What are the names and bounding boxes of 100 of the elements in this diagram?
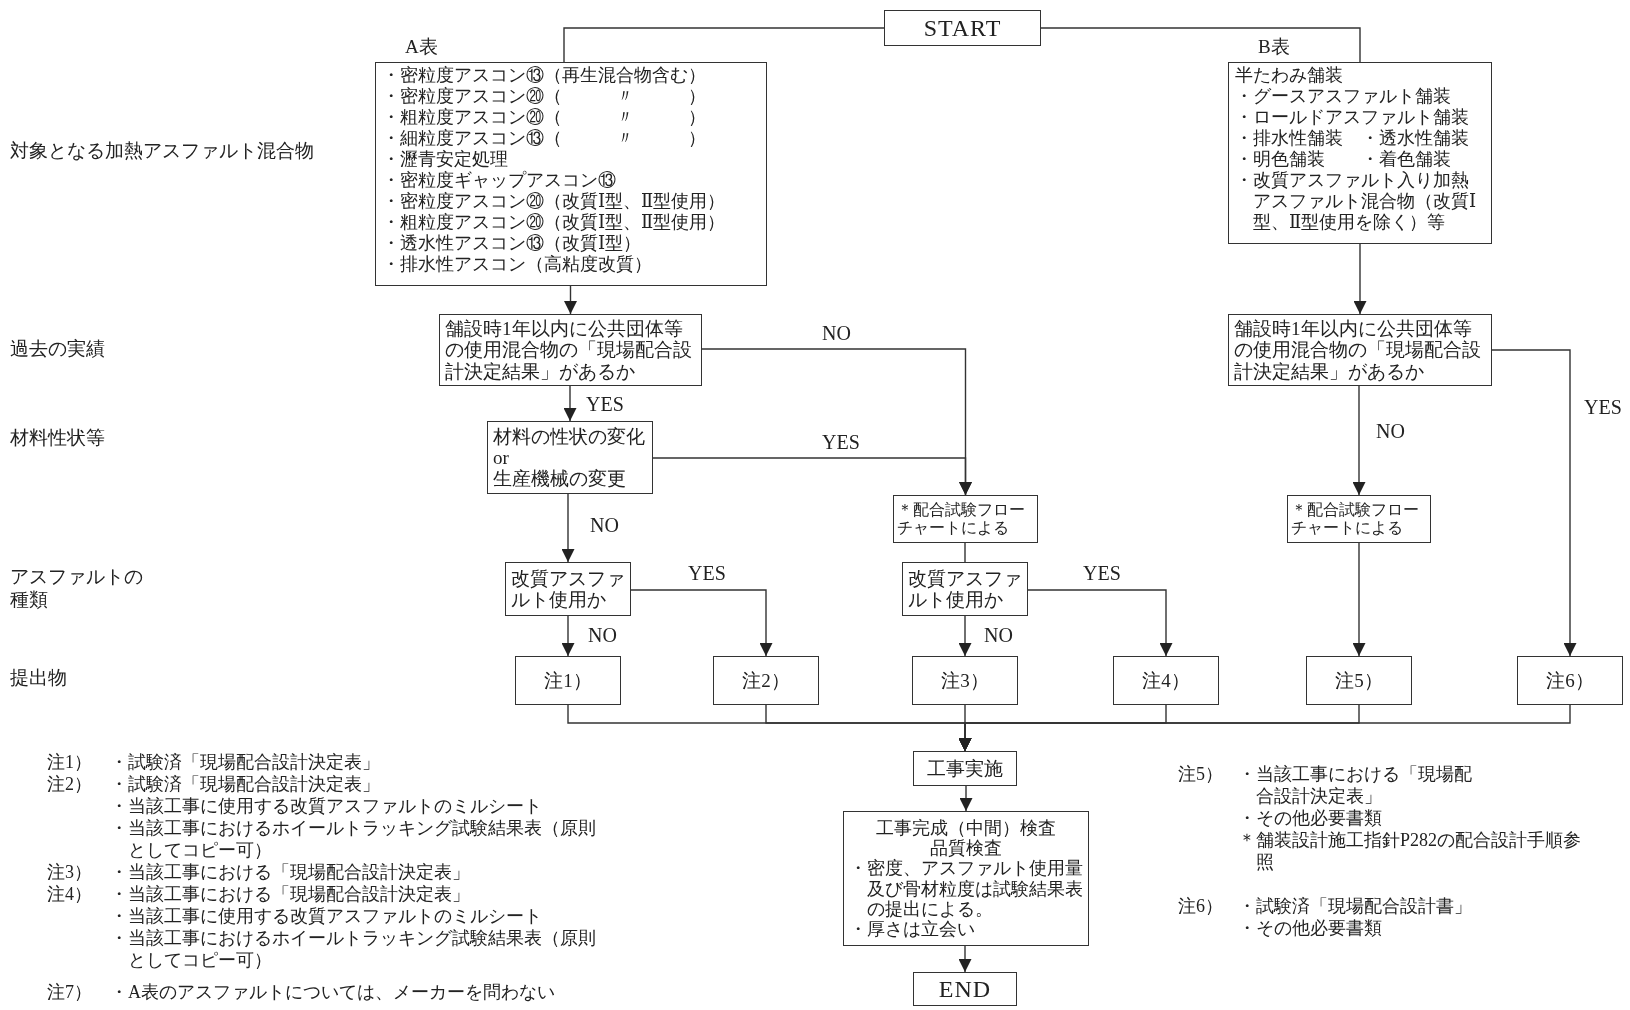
list-item: ・排水性アスコン（高粘度改質） xyxy=(382,254,653,276)
node-text: 工事実施 xyxy=(927,757,1003,780)
list-item: ・グースアスファルト舗装 xyxy=(1235,86,1452,108)
process-box xyxy=(913,751,1017,786)
list-item: ・密粒度アスコン⑬（再生混合物含む） xyxy=(382,65,707,87)
arrow xyxy=(561,615,575,657)
arrow xyxy=(1491,349,1577,657)
node-text: ・厚さは立会い xyxy=(849,918,976,939)
process-box xyxy=(893,495,1038,543)
note-text: ＊舗装設計施工指針P282の配合設計手順参照 xyxy=(1238,830,1582,874)
list-item: ・排水性舗装 ・透水性舗装 xyxy=(1235,128,1470,150)
note-number: 注1） xyxy=(47,752,92,774)
node-text: END xyxy=(938,975,992,1003)
note-text: ・その他必要書類 xyxy=(1238,918,1382,940)
list-item: ・密粒度アスコン⑳（ 〃 ） xyxy=(382,86,707,108)
note-text: ・当該工事に使用する改質アスファルトのミルシート xyxy=(110,796,542,818)
list-item: ・瀝青安定処理 xyxy=(382,149,509,171)
node-text: ＊配合試験フローチャートによる xyxy=(1291,501,1420,537)
note-text: ・その他必要書類 xyxy=(1238,808,1382,830)
list-item: ・透水性アスコン⑬（改質Ⅰ型） xyxy=(382,233,643,255)
output-box xyxy=(1113,656,1219,705)
connector-line xyxy=(563,27,885,63)
arrow xyxy=(958,615,972,657)
node-text: ＊配合試験フローチャートによる xyxy=(897,501,1026,537)
connector-line xyxy=(1040,27,1361,63)
node-text: 注4） xyxy=(1142,669,1190,692)
output-box xyxy=(713,656,819,705)
note-text: ・試験済「現場配合設計決定表」 xyxy=(110,752,380,774)
list-item: ・粗粒度アスコン⑳（改質Ⅰ型、Ⅱ型使用） xyxy=(382,212,727,234)
arrow xyxy=(958,945,972,973)
decision-box xyxy=(439,314,702,386)
process-box xyxy=(843,811,1089,946)
list-item: ・細粒度アスコン⑬（ 〃 ） xyxy=(382,128,707,150)
note-text: ・当該工事におけるホイールトラッキング試験結果表（原則としてコピー可） xyxy=(110,928,597,972)
note-text: ・試験済「現場配合設計決定表」 xyxy=(110,774,380,796)
list-item: ・密粒度アスコン⑳（改質Ⅰ型、Ⅱ型使用） xyxy=(382,191,727,213)
list-item: ・密粒度ギャップアスコン⑬ xyxy=(382,170,617,192)
decision-box xyxy=(487,421,653,494)
arrow xyxy=(1027,589,1173,657)
note-text: ・当該工事における「現場配合設計決定表」 xyxy=(1238,764,1473,808)
arrow xyxy=(958,704,1571,752)
row-label: 過去の実績 xyxy=(10,338,105,361)
arrow xyxy=(561,493,575,563)
arrow xyxy=(959,785,973,812)
node-text: 注6） xyxy=(1546,669,1594,692)
arrow xyxy=(563,385,577,422)
terminal-box xyxy=(884,10,1041,46)
list-item: 半たわみ舗装 xyxy=(1235,65,1344,87)
note-text: ・当該工事におけるホイールトラッキング試験結果表（原則としてコピー可） xyxy=(110,818,597,862)
connector-line xyxy=(964,542,966,563)
arrow xyxy=(564,285,577,315)
table-heading: B表 xyxy=(1257,35,1290,59)
row-label: 提出物 xyxy=(10,667,67,690)
node-text: 注3） xyxy=(941,669,989,692)
note-text: ・当該工事における「現場配合設計決定表」 xyxy=(110,862,470,884)
process-box xyxy=(1287,495,1431,543)
arrow xyxy=(1352,385,1366,496)
arrow xyxy=(1352,542,1366,657)
node-text: 生産機械の変更 xyxy=(493,468,627,490)
node-text: or xyxy=(493,446,510,469)
node-text: 舗設時1年以内に公共団体等の使用混合物の「現場配合設計決定結果」があるか xyxy=(445,318,693,382)
arrow xyxy=(630,589,773,657)
terminal-box xyxy=(913,972,1017,1006)
note-number: 注7） xyxy=(47,982,92,1004)
decision-box xyxy=(902,562,1028,616)
node-text: 改質アスファルト使用か xyxy=(511,567,625,611)
row-label: 材料性状等 xyxy=(10,427,105,450)
node-text: 注2） xyxy=(742,669,790,692)
arrow xyxy=(652,457,972,496)
node-text: 品質検査 xyxy=(929,838,1003,859)
list-item: ・粗粒度アスコン⑳（ 〃 ） xyxy=(382,107,707,129)
note-number: 注2） xyxy=(47,774,92,796)
list-item: ・明色舗装 ・着色舗装 xyxy=(1235,149,1452,171)
row-label: 対象となる加熱アスファルト混合物 xyxy=(10,140,314,163)
list-item: ・ロールドアスファルト舗装 xyxy=(1235,107,1470,129)
note-text: ・当該工事における「現場配合設計決定表」 xyxy=(110,884,470,906)
note-text: ・当該工事に使用する改質アスファルトのミルシート xyxy=(110,906,542,928)
node-text: 注1） xyxy=(544,669,592,692)
node-text: 注5） xyxy=(1335,669,1383,692)
note-number: 注6） xyxy=(1178,896,1223,918)
node-text: START xyxy=(923,14,1002,42)
node-text: 舗設時1年以内に公共団体等の使用混合物の「現場配合設計決定結果」があるか xyxy=(1234,318,1482,382)
note-text: ・A表のアスファルトについては、メーカーを問わない xyxy=(110,982,555,1004)
node-text: 工事完成（中間）検査 xyxy=(875,818,1057,839)
decision-box xyxy=(1228,314,1492,386)
list-item: ・改質アスファルト入り加熱アスファルト混合物（改質Ⅰ型、Ⅱ型使用を除く）等 xyxy=(1235,170,1478,234)
decision-box xyxy=(505,562,631,616)
node-text: ・密度、アスファルト使用量及び骨材粒度は試験結果表の提出による。 xyxy=(849,858,1083,919)
output-box xyxy=(515,656,621,705)
node-text: 改質アスファルト使用か xyxy=(908,567,1022,611)
note-text: ・試験済「現場配合設計書」 xyxy=(1238,896,1472,918)
output-box xyxy=(912,656,1018,705)
table-heading: A表 xyxy=(404,35,438,59)
note-number: 注5） xyxy=(1178,764,1223,786)
output-box xyxy=(1517,656,1623,705)
note-number: 注3） xyxy=(47,862,92,884)
arrow xyxy=(1353,243,1367,315)
note-number: 注4） xyxy=(47,884,92,906)
row-label: アスファルトの種類 xyxy=(10,566,144,612)
output-box xyxy=(1306,656,1412,705)
